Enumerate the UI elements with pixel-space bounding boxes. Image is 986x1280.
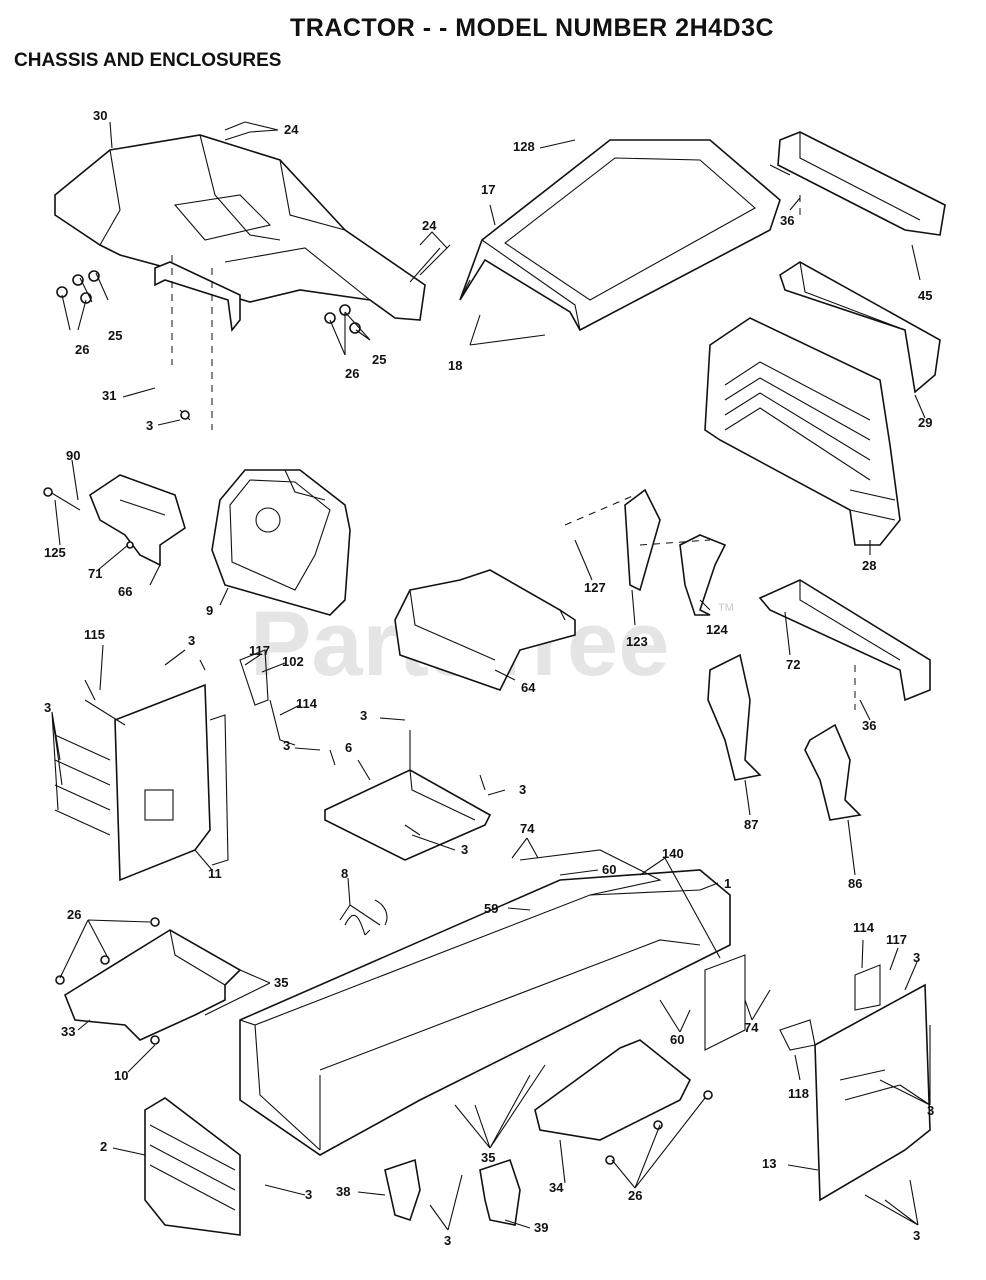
label-114: 114	[853, 920, 875, 935]
part-step-plate-right[interactable]	[534, 1039, 713, 1165]
label-102: 102	[282, 654, 304, 669]
label-28: 28	[862, 558, 876, 573]
leader-lines	[51, 121, 931, 1231]
label-74: 74	[744, 1020, 759, 1035]
label-3: 3	[146, 418, 153, 433]
label-26: 26	[67, 907, 81, 922]
part-dash-cover[interactable]	[43, 474, 186, 567]
label-29: 29	[918, 415, 932, 430]
label-60: 60	[602, 862, 616, 877]
label-123: 123	[626, 634, 648, 649]
label-9: 9	[206, 603, 213, 618]
label-114: 114	[296, 696, 318, 711]
part-seat-pan[interactable]	[394, 569, 576, 691]
label-3: 3	[44, 700, 51, 715]
label-59: 59	[484, 901, 498, 916]
label-34: 34	[549, 1180, 564, 1195]
label-3: 3	[305, 1187, 312, 1202]
watermark-tm: TM	[718, 602, 734, 614]
label-6: 6	[345, 740, 352, 755]
part-72-bracket[interactable]	[758, 579, 931, 710]
label-33: 33	[61, 1024, 75, 1039]
label-17: 17	[481, 182, 495, 197]
label-24: 24	[422, 218, 437, 233]
part-grille-cover[interactable]	[779, 261, 941, 394]
label-45: 45	[918, 288, 932, 303]
label-10: 10	[114, 1068, 128, 1083]
label-3: 3	[927, 1103, 934, 1118]
label-74: 74	[520, 821, 535, 836]
label-2: 2	[100, 1139, 107, 1154]
label-115: 115	[84, 627, 105, 642]
part-springs[interactable]	[344, 899, 388, 936]
label-117: 117	[886, 932, 907, 947]
label-118: 118	[788, 1086, 809, 1101]
label-26: 26	[628, 1188, 642, 1203]
label-39: 39	[534, 1220, 548, 1235]
label-72: 72	[786, 657, 800, 672]
label-35: 35	[481, 1150, 495, 1165]
label-87: 87	[744, 817, 758, 832]
label-3: 3	[461, 842, 468, 857]
page-title: TRACTOR - - MODEL NUMBER 2H4D3C	[290, 14, 775, 42]
label-31: 31	[102, 388, 116, 403]
part-side-panels-upper[interactable]	[564, 488, 727, 616]
label-3: 3	[360, 708, 367, 723]
label-13: 13	[762, 1156, 776, 1171]
label-11: 11	[208, 866, 222, 881]
label-60: 60	[670, 1032, 684, 1047]
label-3: 3	[913, 950, 920, 965]
part-dashboard[interactable]	[211, 469, 351, 616]
label-64: 64	[521, 680, 536, 695]
part-step-plate-left[interactable]	[55, 917, 242, 1045]
label-36: 36	[862, 718, 876, 733]
part-hood[interactable]	[459, 139, 781, 332]
part-left-side-panel[interactable]	[54, 649, 296, 882]
label-25: 25	[108, 328, 122, 343]
label-35: 35	[274, 975, 288, 990]
label-25: 25	[372, 352, 386, 367]
label-3: 3	[188, 633, 195, 648]
part-hood-support[interactable]	[769, 131, 946, 236]
label-140: 140	[662, 846, 684, 861]
section-title: CHASSIS AND ENCLOSURES	[14, 50, 282, 71]
label-24: 24	[284, 122, 299, 137]
label-30: 30	[93, 108, 107, 123]
part-main-frame[interactable]	[239, 849, 746, 1156]
label-71: 71	[88, 566, 102, 581]
label-26: 26	[345, 366, 359, 381]
label-66: 66	[118, 584, 132, 599]
label-3: 3	[519, 782, 526, 797]
label-90: 90	[66, 448, 80, 463]
part-front-bracket[interactable]	[144, 1097, 241, 1236]
part-fender-bracket[interactable]	[154, 255, 241, 430]
label-127: 127	[584, 580, 606, 595]
label-1: 1	[724, 876, 731, 891]
label-38: 38	[336, 1184, 350, 1199]
label-3: 3	[913, 1228, 920, 1243]
label-117: 117	[249, 643, 270, 658]
label-36: 36	[780, 213, 794, 228]
part-number-labels: 30 24 24 25 25 26 26 31 3 128 17 18 36 4…	[44, 108, 934, 1248]
label-8: 8	[341, 866, 348, 881]
part-mount-brackets[interactable]	[384, 1158, 521, 1226]
label-3: 3	[283, 738, 290, 753]
label-26: 26	[75, 342, 89, 357]
label-18: 18	[448, 358, 462, 373]
label-125: 125	[44, 545, 66, 560]
label-86: 86	[848, 876, 862, 891]
part-floor-plate[interactable]	[324, 730, 492, 861]
label-124: 124	[706, 622, 728, 637]
part-right-side-panel[interactable]	[779, 964, 931, 1202]
part-side-panels-lower[interactable]	[707, 653, 862, 821]
part-grille[interactable]	[704, 317, 901, 546]
label-3: 3	[444, 1233, 451, 1248]
part-rear-fender[interactable]	[54, 134, 426, 321]
label-128: 128	[513, 139, 535, 154]
